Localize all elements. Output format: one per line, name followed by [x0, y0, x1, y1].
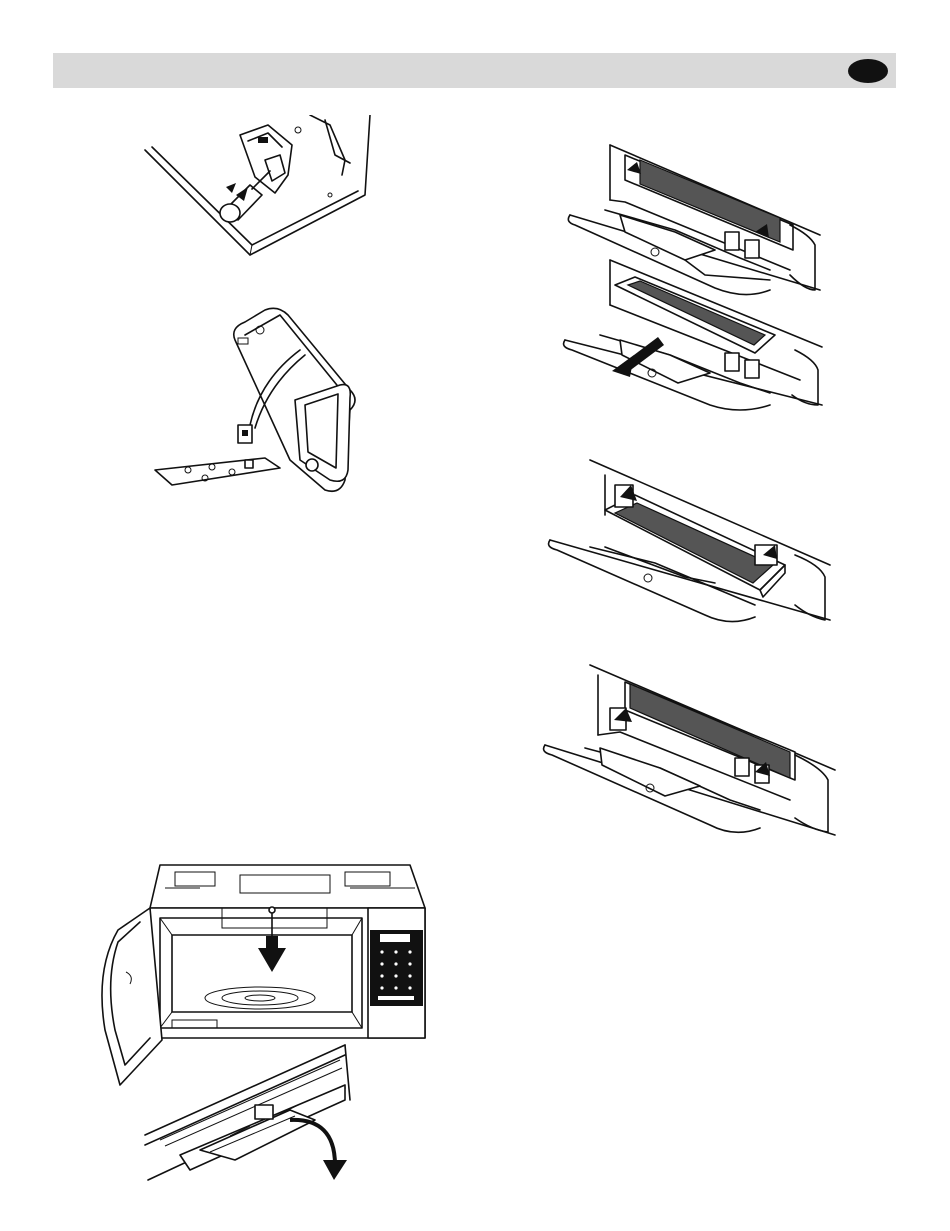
language-badge: [848, 59, 888, 83]
socket-icon: [240, 125, 292, 193]
light-socket-screwdriver-figure: [140, 115, 390, 260]
bulb-housing-icon: [238, 425, 252, 443]
screwdriver-icon: [220, 171, 270, 222]
control-panel: [368, 908, 425, 1038]
header-bar: [53, 53, 896, 88]
grease-filter-pull-out-figure: [560, 255, 825, 415]
vent-grille-tilt-figure: [140, 1040, 365, 1185]
light-housing-removed-figure: [150, 300, 370, 500]
grease-filter-insert-figure: [545, 455, 835, 630]
grease-filter-installed-figure: [540, 660, 840, 840]
